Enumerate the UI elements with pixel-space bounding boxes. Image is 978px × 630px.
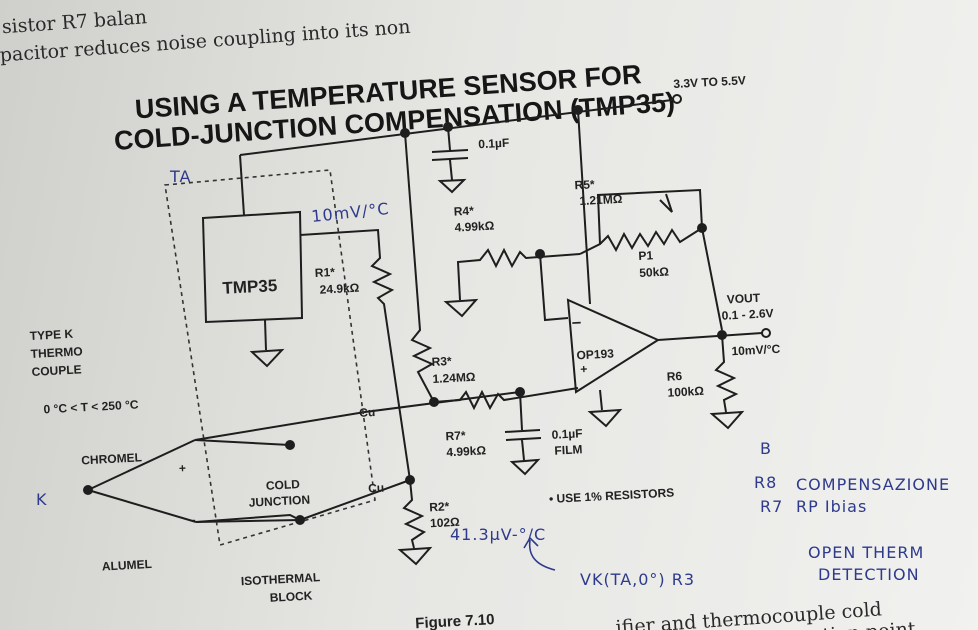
thermo-type-3: COUPLE	[31, 362, 82, 379]
hand-compensation: COMPENSAZIONE	[796, 475, 950, 494]
c-film-value: 0.1µF	[551, 426, 583, 442]
junction-dots	[83, 105, 727, 525]
minus-sign: -	[191, 513, 196, 527]
hand-arrow	[523, 536, 556, 571]
hand-k: K	[36, 490, 48, 509]
temp-range: 0 °C < T < 250 °C	[43, 397, 139, 416]
schematic-wires	[87, 94, 771, 566]
isothermal-2: BLOCK	[269, 589, 313, 605]
r1-value: 24.9kΩ	[319, 281, 360, 297]
hand-tmp-scale: 10mV/°C	[310, 199, 390, 226]
handwritten-annotations: TA 10mV/°C K 41.3µV-°/C VK(TA,0°) R3 OPE…	[36, 167, 950, 589]
hand-ibias: RP Ibias	[796, 497, 867, 516]
vout-terminal	[761, 328, 771, 338]
p1-value: 50kΩ	[639, 264, 670, 280]
opamp-label: OP193	[576, 346, 614, 362]
r3-name: R3*	[431, 354, 452, 369]
supply-label: 3.3V TO 5.5V	[673, 73, 746, 91]
alumel-label: ALUMEL	[102, 557, 153, 574]
p1-name: P1	[638, 248, 654, 263]
hand-vk: VK(TA,0°) R3	[580, 570, 695, 589]
supply-terminal	[672, 94, 682, 104]
r5-name: R5*	[574, 177, 595, 192]
r7-value: 4.99kΩ	[446, 443, 487, 459]
hand-seebeck: 41.3µV-°/C	[450, 525, 546, 544]
cu-label-2: Cu	[368, 481, 385, 496]
r2-name: R2*	[429, 499, 450, 514]
chromel-label: CHROMEL	[81, 450, 142, 467]
prose-line-1: sistor R7 balan	[1, 6, 148, 38]
plus-input: +	[580, 362, 588, 376]
r7-name: R7*	[445, 428, 466, 443]
vout-scale: 10mV/°C	[731, 342, 781, 359]
r6-name: R6	[666, 369, 682, 384]
cold-junction-2: JUNCTION	[248, 493, 310, 510]
hand-r7: R7	[760, 497, 783, 516]
hand-r3-note-2: DETECTION	[818, 565, 920, 584]
thermo-type-2: THERMO	[30, 344, 83, 361]
hand-r8: R8	[754, 473, 777, 492]
prose-line-4: junction point	[779, 618, 917, 630]
minus-input: –	[571, 312, 581, 331]
plus-sign: +	[179, 461, 187, 475]
vout-range: 0.1 - 2.6V	[721, 306, 774, 323]
r4-value: 4.99kΩ	[454, 219, 495, 235]
vout-label: VOUT	[726, 291, 761, 307]
r6-value: 100kΩ	[667, 384, 704, 400]
thermo-type-1: TYPE K	[29, 327, 73, 343]
r4-name: R4*	[453, 204, 474, 219]
cold-junction-1: COLD	[266, 477, 301, 493]
resistor-note: • USE 1% RESISTORS	[549, 486, 675, 507]
tmp35-label: TMP35	[222, 276, 278, 298]
c-top-label: 0.1µF	[478, 136, 510, 152]
c-film-type: FILM	[554, 442, 583, 457]
hand-b-mark: B	[760, 439, 772, 458]
isothermal-1: ISOTHERMAL	[240, 570, 320, 588]
r3-value: 1.24MΩ	[432, 370, 476, 386]
r1-name: R1*	[314, 265, 335, 280]
figure-caption: Figure 7.10	[415, 611, 495, 630]
r2-value: 102Ω	[430, 515, 461, 531]
hand-ta: TA	[169, 167, 191, 186]
cu-label-1: Cu	[359, 405, 376, 420]
r5-value: 1.21MΩ	[579, 192, 623, 208]
hand-r3-note-1: OPEN THERM	[808, 543, 924, 562]
